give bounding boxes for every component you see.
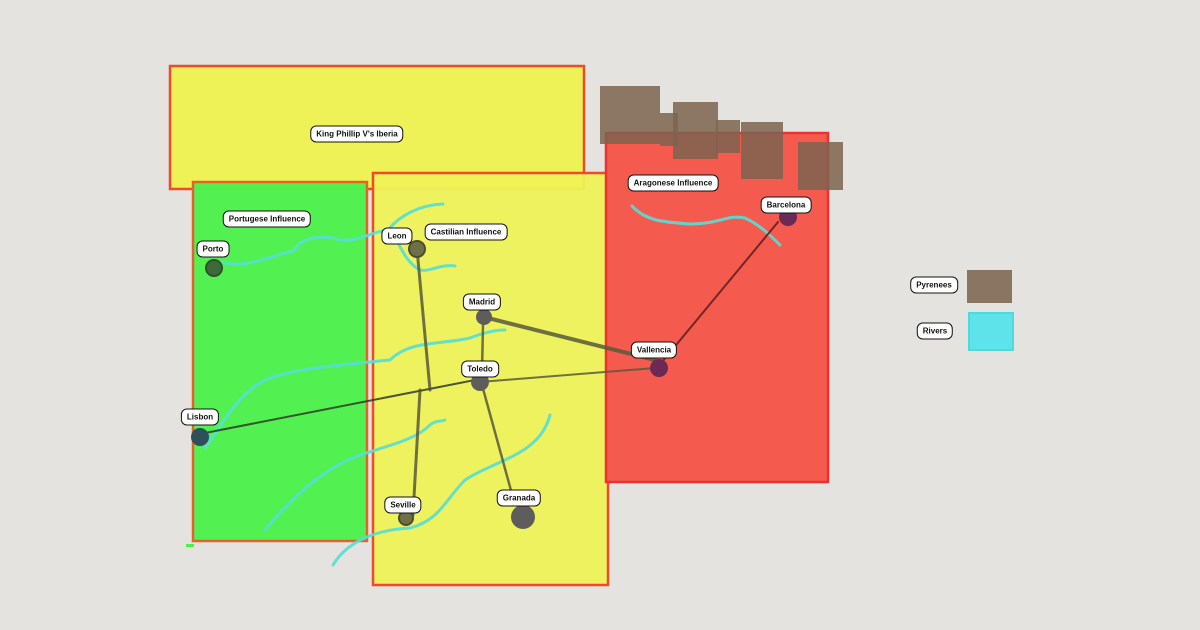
mountain-block[interactable] xyxy=(716,120,740,153)
road-madrid-valencia[interactable] xyxy=(482,315,657,362)
leon-label[interactable]: Leon xyxy=(381,227,413,245)
city-markers xyxy=(191,208,797,529)
madrid-marker[interactable] xyxy=(476,309,492,325)
granada-marker[interactable] xyxy=(511,505,535,529)
toledo-label[interactable]: Toledo xyxy=(461,360,499,378)
porto-label[interactable]: Porto xyxy=(196,240,230,258)
pyrenees-mountains xyxy=(600,86,843,190)
mountain-block[interactable] xyxy=(798,142,843,190)
madrid-label[interactable]: Madrid xyxy=(462,293,502,311)
road-seville-north[interactable] xyxy=(411,388,422,517)
road-leon-south[interactable] xyxy=(415,247,432,392)
river-ebro[interactable] xyxy=(630,204,782,247)
legend-rivers-label: Rivers xyxy=(916,322,954,340)
valencia-marker[interactable] xyxy=(650,359,668,377)
leon-marker[interactable] xyxy=(408,240,426,258)
road-toledo-granada[interactable] xyxy=(480,383,517,507)
toledo-marker[interactable] xyxy=(471,373,489,391)
map-title[interactable]: King Phillip V's Iberia xyxy=(310,125,404,143)
mountain-block[interactable] xyxy=(600,86,660,144)
rivers xyxy=(203,202,782,567)
portugal-label[interactable]: Portugese Influence xyxy=(222,210,312,228)
lisbon-marker[interactable] xyxy=(191,428,209,446)
lisbon-label[interactable]: Lisbon xyxy=(180,408,220,426)
mountain-block[interactable] xyxy=(673,102,718,159)
river-guadalquivir[interactable] xyxy=(331,413,552,567)
seville-label[interactable]: Seville xyxy=(384,496,422,514)
granada-label[interactable]: Granada xyxy=(496,489,542,507)
mountain-block[interactable] xyxy=(741,122,783,179)
legend-rivers-swatch xyxy=(968,312,1014,351)
road-toledo-valencia[interactable] xyxy=(479,367,656,383)
road-lisbon-toledo[interactable] xyxy=(204,379,476,434)
river-guadiana[interactable] xyxy=(263,418,447,532)
valencia-label[interactable]: Vallencia xyxy=(630,341,678,359)
castile-label[interactable]: Castilian Influence xyxy=(424,223,508,241)
road-valencia-barcelona[interactable] xyxy=(661,221,779,363)
small-marker xyxy=(186,544,194,547)
roads xyxy=(204,221,779,517)
legend-pyrenees-label: Pyrenees xyxy=(910,276,958,294)
aragon-label[interactable]: Aragonese Influence xyxy=(627,174,719,192)
porto-marker[interactable] xyxy=(205,259,223,277)
legend-pyrenees-swatch xyxy=(967,270,1012,303)
river-tagus[interactable] xyxy=(203,328,507,450)
river-douro[interactable] xyxy=(220,202,445,266)
barcelona-label[interactable]: Barcelona xyxy=(760,196,812,214)
portugal-region[interactable] xyxy=(191,180,369,543)
